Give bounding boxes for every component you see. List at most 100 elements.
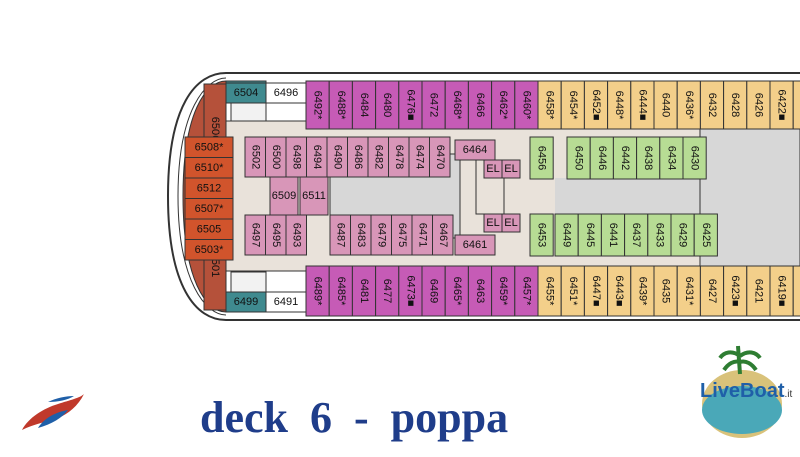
cabin-number: 6426 <box>752 93 764 117</box>
cabin-number: 6458* <box>544 91 556 120</box>
cabin-number: 6434 <box>665 146 677 170</box>
cabin-number: 6495 <box>270 223 282 247</box>
cabin-number: 6433 <box>653 223 665 247</box>
cabin-number: 6420 <box>799 93 800 117</box>
cabin-number: 6511 <box>302 190 326 202</box>
cabin-number: 6452■ <box>590 89 602 120</box>
carnival-funnel-logo <box>22 394 84 430</box>
cabin-number: 6454* <box>567 91 579 120</box>
cabin-number: 6457* <box>520 277 532 306</box>
cabin-number: 6488* <box>335 91 347 120</box>
cabin-inner-lower <box>432 214 454 256</box>
cabin-inner-green-lower <box>693 213 718 257</box>
cabin-number: 6417■ <box>799 275 800 306</box>
cabin-number: 6496 <box>274 87 298 99</box>
cabin-number: 6430 <box>689 146 701 170</box>
cabin-number: 6432 <box>706 93 718 117</box>
cabin-number: 6487 <box>334 223 346 247</box>
cabin-number: 6474 <box>413 145 425 169</box>
cabin-number: 6446 <box>596 146 608 170</box>
cabin-number: 6459* <box>497 277 509 306</box>
cabin-number: 6449 <box>561 223 573 247</box>
cabin-number: 6505 <box>197 223 221 235</box>
cabin-inner-green-upper <box>529 136 554 180</box>
cabin-number: 6484 <box>358 93 370 117</box>
cabin-aft <box>184 239 234 261</box>
cabin-inner-lower <box>454 234 496 256</box>
cabin-number: 6491 <box>274 296 298 308</box>
cabin-number: 6427 <box>706 279 718 303</box>
cabin-number: 6475 <box>396 223 408 247</box>
cabin-number: 6453 <box>536 223 548 247</box>
cabin-number: 6478 <box>393 145 405 169</box>
cabin-center <box>269 176 299 216</box>
liveboat-badge <box>702 345 782 438</box>
cabin-number: 6504 <box>234 87 258 99</box>
cabin-number: 6477 <box>381 279 393 303</box>
hull-outline <box>166 72 800 321</box>
elevator <box>501 159 521 179</box>
cabin-number: 6482 <box>372 145 384 169</box>
cabin-number: 6439* <box>636 277 648 306</box>
cabin-number: 6421 <box>752 279 764 303</box>
cabin-number: 6468* <box>451 91 463 120</box>
cabin-number: 6508* <box>195 141 224 153</box>
cabin-number: 6510* <box>195 162 224 174</box>
cabin-number: 6455* <box>544 277 556 306</box>
cabin-number: 6438 <box>642 146 654 170</box>
cabin-number: 6503* <box>195 244 224 256</box>
badge-live-text: Live <box>700 380 741 402</box>
cabin-number: 6442 <box>619 146 631 170</box>
cabin-number: 6473■ <box>404 275 416 306</box>
cabin-number: 6423■ <box>729 275 741 306</box>
cabin-number: 6451* <box>567 277 579 306</box>
cabin-number: 6422■ <box>776 89 788 120</box>
cabin-number: 6492* <box>312 91 324 120</box>
cabin-inner-upper <box>454 139 496 161</box>
cabin-number: 6429 <box>677 223 689 247</box>
cabin-number: 6512 <box>197 182 221 194</box>
cabin-number: 6507* <box>195 203 224 215</box>
cabin-number: 6506 <box>209 117 221 141</box>
cabin-number: 6497 <box>249 223 261 247</box>
badge-boat-text: Boat <box>740 380 785 402</box>
stair-landing-bottom <box>230 271 267 293</box>
cabin-number: 6483 <box>355 223 367 247</box>
cabin-number: 6441 <box>607 223 619 247</box>
cabin-number: EL <box>504 217 517 229</box>
cabin-number: 6499 <box>234 296 258 308</box>
cabin-number: EL <box>486 163 499 175</box>
cabin-number: 6435 <box>660 279 672 303</box>
cabin-number: 6490 <box>331 145 343 169</box>
cabin-number: 6461 <box>463 239 487 251</box>
cabin-center <box>299 176 329 216</box>
badge-suffix-text: .it <box>784 389 793 400</box>
cabin-number: 6450 <box>573 146 585 170</box>
cabin-number: 6436* <box>683 91 695 120</box>
cabin-number: 6472 <box>428 93 440 117</box>
cabin-number: 6485* <box>335 277 347 306</box>
cabin-number: 6463 <box>474 279 486 303</box>
cabin-number: 6479 <box>375 223 387 247</box>
cabin-number: 6440 <box>660 93 672 117</box>
cabin-number: 6493 <box>290 223 302 247</box>
cabin-number: 6464 <box>463 144 487 156</box>
cabin-number: 6486 <box>352 145 364 169</box>
cabin-number: 6480 <box>381 93 393 117</box>
cabin-number: 6437 <box>630 223 642 247</box>
cabin-number: 6466 <box>474 93 486 117</box>
cabin-number: 6445 <box>584 223 596 247</box>
cabin-number: EL <box>486 217 499 229</box>
cabin-number: 6470 <box>434 145 446 169</box>
cabin-number: 6460* <box>520 91 532 120</box>
cabin-number: 6444■ <box>636 89 648 120</box>
cabin-number: 6465* <box>451 277 463 306</box>
cabin-number: 6476■ <box>404 89 416 120</box>
cabin-inner-green-upper <box>682 136 707 180</box>
stair-landing-top <box>230 102 267 122</box>
cabin-outer-top <box>792 80 800 130</box>
cabin-number: 6428 <box>729 93 741 117</box>
cabin-number: 6462* <box>497 91 509 120</box>
cabin-number: EL <box>504 163 517 175</box>
elevator <box>501 213 521 233</box>
